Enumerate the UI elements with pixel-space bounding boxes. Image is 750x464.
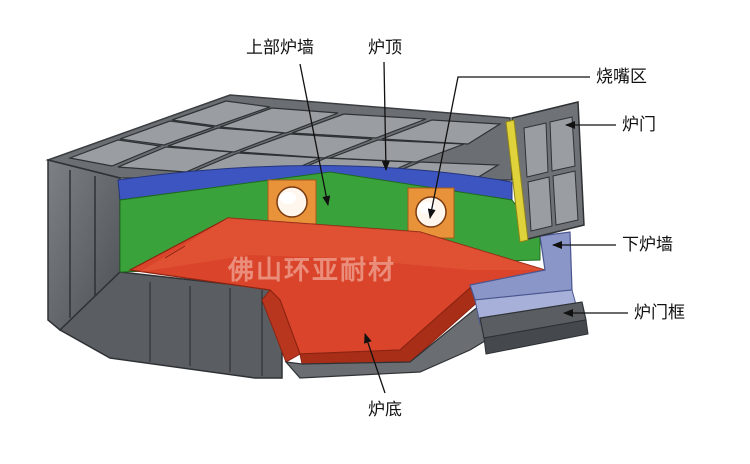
label-roof: 炉顶 <box>368 38 402 58</box>
label-burner-zone: 烧嘴区 <box>596 67 647 87</box>
label-door-frame: 炉门框 <box>634 303 685 323</box>
burner-block-1 <box>268 180 316 224</box>
label-hearth: 炉底 <box>368 400 402 420</box>
watermark-text: 佛山环亚耐材 <box>228 250 396 287</box>
label-lower-wall: 下炉墙 <box>622 235 673 255</box>
furnace-door <box>506 102 584 242</box>
label-upper-wall: 上部炉墙 <box>246 38 314 58</box>
label-door: 炉门 <box>622 115 656 135</box>
